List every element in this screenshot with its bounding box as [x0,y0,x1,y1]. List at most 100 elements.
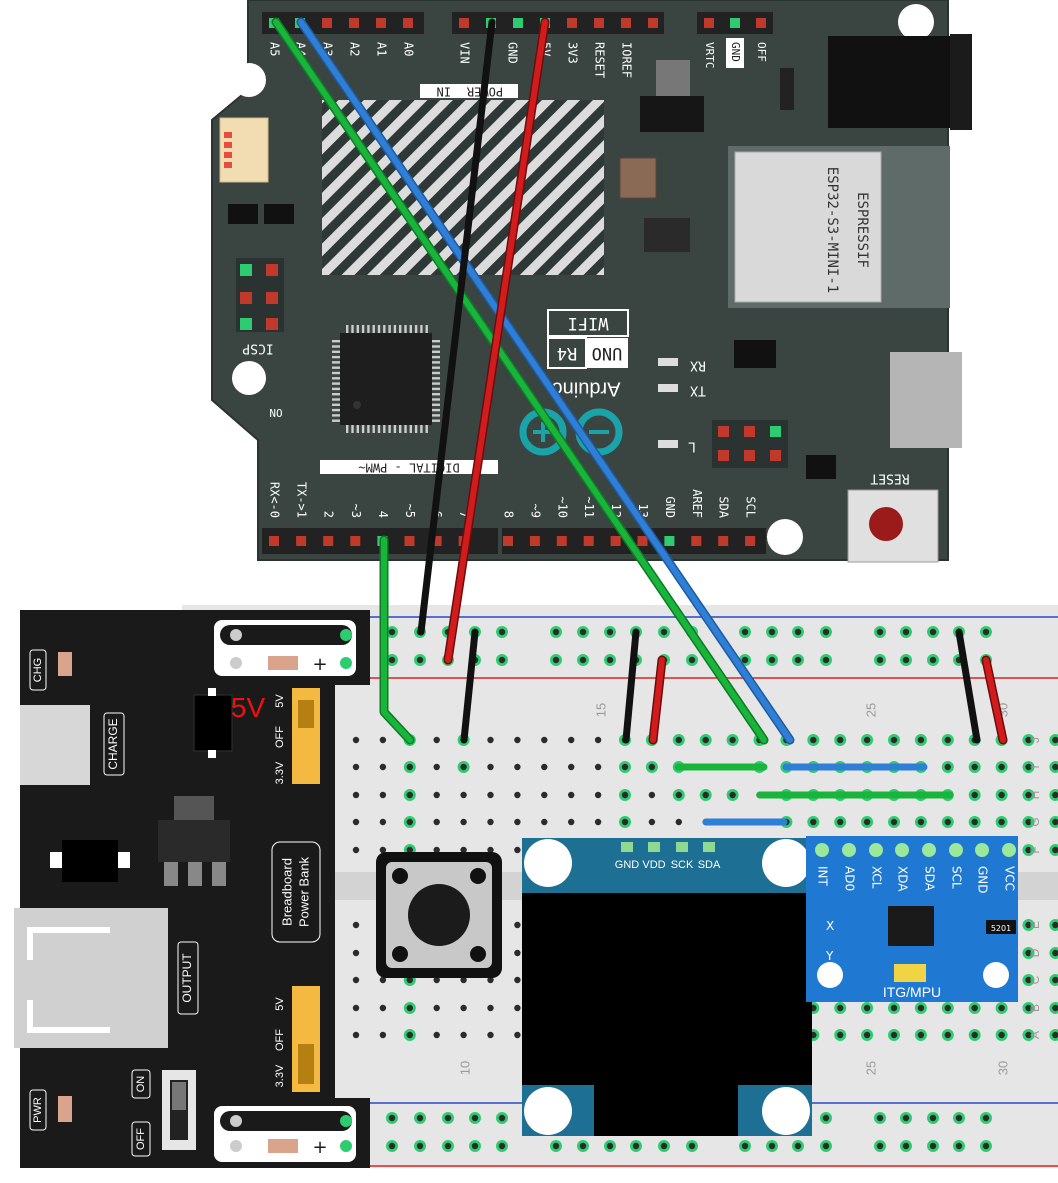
rtc-pin[interactable] [704,18,714,28]
digital-pin[interactable] [503,536,513,546]
breadboard-hole[interactable] [955,1114,963,1122]
breadboard-hole[interactable] [379,763,387,771]
breadboard-hole[interactable] [863,818,871,826]
breadboard-hole[interactable] [822,628,830,636]
power-pin[interactable] [459,18,469,28]
breadboard-hole[interactable] [837,818,844,826]
breadboard-hole[interactable] [352,846,360,854]
breadboard-hole[interactable] [982,628,990,636]
breadboard-hole[interactable] [606,1142,614,1150]
breadboard-hole[interactable] [433,846,440,854]
breadboard-hole[interactable] [379,736,387,744]
breadboard-hole[interactable] [406,976,413,984]
breadboard-hole[interactable] [579,628,587,636]
breadboard-hole[interactable] [352,736,360,744]
breadboard-hole[interactable] [352,763,360,771]
breadboard-hole[interactable] [621,818,629,826]
breadboard-hole[interactable] [702,736,709,744]
breadboard-hole[interactable] [433,1004,440,1012]
breadboard-hole[interactable] [1025,736,1032,744]
breadboard-hole[interactable] [487,976,494,984]
breadboard-hole[interactable] [1025,976,1032,984]
breadboard-hole[interactable] [998,763,1005,771]
breadboard-hole[interactable] [729,791,736,799]
breadboard-hole[interactable] [514,846,521,854]
breadboard-hole[interactable] [460,976,467,984]
breadboard-hole[interactable] [632,1142,640,1150]
breadboard-hole[interactable] [1025,921,1032,929]
breadboard-hole[interactable] [944,818,951,826]
breadboard-hole[interactable] [660,1142,668,1150]
breadboard-hole[interactable] [890,1031,898,1039]
breadboard-hole[interactable] [929,1114,937,1122]
breadboard-hole[interactable] [660,628,668,636]
breadboard-hole[interactable] [498,656,506,664]
breadboard-hole[interactable] [794,1142,802,1150]
breadboard-hole[interactable] [944,1031,951,1039]
breadboard-hole[interactable] [471,1114,479,1122]
digital-pin[interactable] [691,536,702,546]
mpu-pin[interactable] [922,843,936,857]
breadboard-hole[interactable] [837,736,844,744]
breadboard-hole[interactable] [929,1142,937,1150]
breadboard-hole[interactable] [1025,846,1032,854]
oled-pin[interactable] [703,842,715,852]
breadboard-hole[interactable] [971,818,978,826]
digital-pin[interactable] [637,536,648,546]
breadboard-hole[interactable] [579,1142,587,1150]
digital-pin[interactable] [583,536,594,546]
breadboard-hole[interactable] [568,736,575,744]
breadboard-hole[interactable] [433,976,440,984]
breadboard-hole[interactable] [498,628,506,636]
breadboard-hole[interactable] [406,1031,413,1039]
breadboard-hole[interactable] [514,763,521,771]
breadboard-hole[interactable] [460,791,467,799]
breadboard-hole[interactable] [1025,763,1032,771]
breadboard-hole[interactable] [552,628,560,636]
power-pin[interactable] [648,18,658,28]
breadboard-hole[interactable] [822,656,830,664]
breadboard-hole[interactable] [902,628,910,636]
breadboard-hole[interactable] [568,818,575,826]
breadboard-hole[interactable] [460,818,467,826]
breadboard-hole[interactable] [768,656,776,664]
breadboard-hole[interactable] [998,818,1005,826]
breadboard-hole[interactable] [514,818,521,826]
breadboard-hole[interactable] [514,791,521,799]
breadboard-hole[interactable] [971,1031,978,1039]
breadboard-hole[interactable] [890,818,898,826]
breadboard-hole[interactable] [917,818,925,826]
breadboard-hole[interactable] [379,1031,387,1039]
breadboard-hole[interactable] [352,976,360,984]
breadboard-hole[interactable] [648,763,656,771]
mpu-pin[interactable] [975,843,989,857]
breadboard-hole[interactable] [890,736,898,744]
breadboard-hole[interactable] [944,763,951,771]
breadboard-hole[interactable] [487,1004,494,1012]
breadboard-hole[interactable] [902,1142,910,1150]
digital-pin[interactable] [323,536,334,546]
breadboard-hole[interactable] [675,791,682,799]
breadboard-hole[interactable] [514,1004,521,1012]
breadboard-hole[interactable] [498,1114,506,1122]
breadboard-hole[interactable] [794,656,802,664]
breadboard-hole[interactable] [352,921,360,929]
mpu-pin[interactable] [949,843,963,857]
breadboard-hole[interactable] [863,736,871,744]
breadboard-hole[interactable] [1052,763,1058,771]
oled-pin[interactable] [648,842,660,852]
breadboard-hole[interactable] [982,1114,990,1122]
breadboard-hole[interactable] [460,846,467,854]
rtc-pin[interactable] [730,18,740,28]
breadboard-hole[interactable] [955,1142,963,1150]
breadboard-hole[interactable] [552,656,560,664]
breadboard-hole[interactable] [514,976,521,984]
breadboard-hole[interactable] [741,628,749,636]
breadboard-hole[interactable] [917,1031,925,1039]
breadboard-hole[interactable] [876,656,884,664]
breadboard-hole[interactable] [416,1142,424,1150]
power-pin[interactable] [621,18,631,28]
breadboard-hole[interactable] [621,763,629,771]
breadboard-hole[interactable] [837,1004,844,1012]
breadboard-hole[interactable] [675,736,682,744]
